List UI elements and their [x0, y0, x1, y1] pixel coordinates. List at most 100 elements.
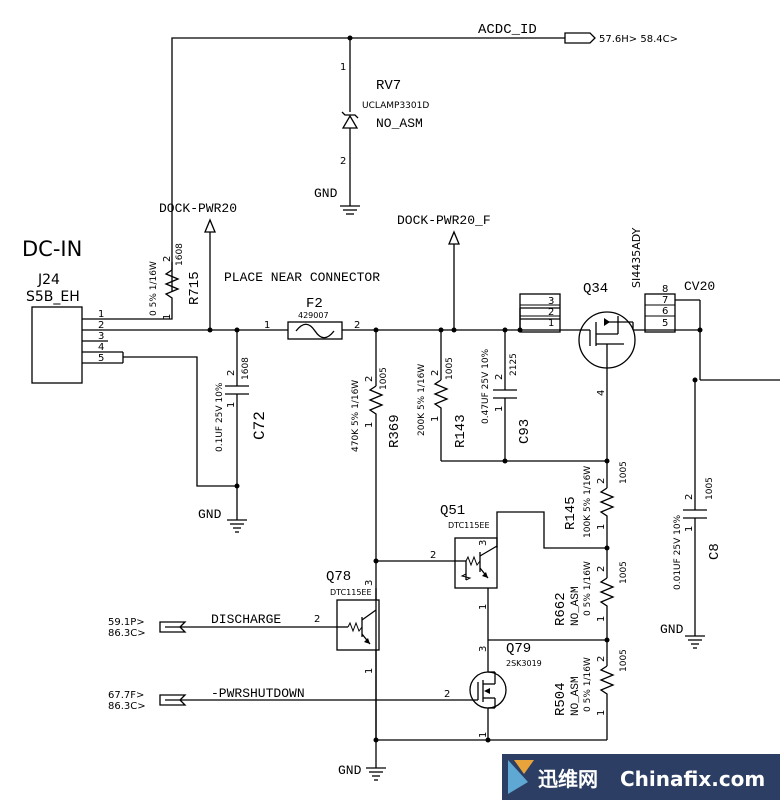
- svg-text:1: 1: [364, 668, 375, 674]
- svg-text:2: 2: [354, 320, 360, 331]
- svg-text:1: 1: [226, 402, 237, 408]
- junctions: [207, 35, 703, 743]
- svg-text:3: 3: [364, 580, 375, 586]
- gnd-label-left: GND: [198, 507, 222, 522]
- r143-pkg: 1005: [445, 357, 455, 380]
- offpage-connector-icon: [564, 32, 596, 44]
- q51-transistor: Q51 DTC115EE 2 3 1: [430, 503, 498, 610]
- q79-ref: Q79: [506, 641, 531, 657]
- r504-ref: R504: [553, 682, 569, 716]
- r662-spec: 0 5% 1/16W: [583, 561, 593, 616]
- j24-pin3: 3: [98, 331, 104, 342]
- c93-ref: C93: [517, 419, 533, 444]
- net-acdc-id: ACDC_ID: [478, 22, 537, 38]
- r143-ref: R143: [453, 414, 469, 448]
- connector-j24: DC-IN J24 S5B_EH 1 2 3 4 5: [22, 237, 104, 384]
- pwrshutdown-input: 67.7F> 86.3C> -PWRSHUTDOWN: [108, 686, 305, 712]
- r715-pkg: 1608: [175, 243, 185, 266]
- gnd-label-right: GND: [660, 622, 684, 637]
- c72-pkg: 1608: [241, 357, 251, 380]
- r504-spec: 0 5% 1/16W: [583, 657, 593, 712]
- acdc-id-label: ACDC_ID 57.6H> 58.4C>: [478, 22, 678, 45]
- watermark-bg: [502, 754, 780, 800]
- c8-spec: 0.01UF 25V 10%: [673, 514, 683, 590]
- svg-text:59.1P>: 59.1P>: [108, 617, 145, 628]
- gnd-label-top: GND: [314, 186, 338, 201]
- q34-part: SI4435ADY: [630, 227, 643, 288]
- svg-text:1: 1: [478, 732, 489, 738]
- q78-part: DTC115EE: [330, 588, 372, 597]
- q79-mosfet: Q79 2SK3019 2 3 1: [444, 641, 542, 738]
- c8: 2 1 0.01UF 25V 10% 1005 C8: [673, 477, 723, 590]
- svg-text:2: 2: [596, 656, 607, 662]
- j24-pin4: 4: [98, 342, 104, 353]
- watermark-en: Chinafix.com: [620, 767, 765, 791]
- svg-text:1: 1: [478, 604, 489, 610]
- wire-acdc-id: [171, 37, 565, 292]
- r715-ref: R715: [187, 271, 203, 305]
- svg-text:2: 2: [314, 614, 320, 625]
- net-dock-pwr20-f: DOCK-PWR20_F: [397, 213, 491, 228]
- j24-part: S5B_EH: [26, 289, 80, 305]
- svg-text:2: 2: [444, 689, 450, 700]
- svg-text:7: 7: [662, 295, 668, 306]
- svg-text:2: 2: [596, 478, 607, 484]
- rv7-ref: RV7: [376, 78, 401, 94]
- rv7: 1 2 RV7 UCLAMP3301D NO_ASM: [340, 62, 429, 168]
- net-cv20: CV20: [684, 279, 715, 294]
- c8-ref: C8: [707, 543, 723, 560]
- svg-text:1: 1: [162, 314, 173, 320]
- gnd-label-bottom: GND: [338, 763, 362, 778]
- wire-gnd-left: [123, 356, 238, 520]
- svg-text:1: 1: [264, 320, 270, 331]
- r145-spec: 100K 5% 1/16W: [583, 466, 593, 538]
- rv7-asm: NO_ASM: [376, 116, 423, 131]
- svg-text:1: 1: [596, 616, 607, 622]
- svg-text:1: 1: [430, 416, 441, 422]
- r662: 2 1 0 5% 1/16W 1005 R662 NO_ASM: [553, 561, 629, 626]
- acdc-id-ref: 57.6H> 58.4C>: [599, 34, 678, 45]
- r662-ref: R662: [553, 592, 569, 626]
- dock-pwr20-f-flag: DOCK-PWR20_F: [397, 213, 491, 245]
- svg-text:1: 1: [494, 406, 505, 412]
- q34-drain-pinbox: [644, 293, 676, 333]
- svg-text:2: 2: [364, 376, 375, 382]
- r504-asm: NO_ASM: [570, 676, 582, 716]
- wires: [82, 37, 780, 768]
- j24-pin1: 1: [98, 309, 104, 320]
- discharge-input: 59.1P> 86.3C> DISCHARGE: [108, 612, 281, 639]
- svg-text:2: 2: [596, 566, 607, 572]
- net-discharge: DISCHARGE: [211, 612, 281, 627]
- j24-pin5: 5: [98, 353, 104, 364]
- r369-ref: R369: [387, 414, 403, 448]
- svg-text:3: 3: [478, 540, 489, 546]
- svg-text:2: 2: [340, 156, 346, 167]
- r143: 2 1 200K 5% 1/16W 1005 R143: [417, 357, 469, 448]
- c72-ref: C72: [251, 411, 269, 440]
- svg-text:2: 2: [684, 494, 695, 500]
- r504-pkg: 1005: [619, 649, 629, 672]
- gnd-bottom: GND: [338, 763, 386, 781]
- net-dock-pwr20: DOCK-PWR20: [159, 201, 237, 216]
- svg-text:2: 2: [430, 370, 441, 376]
- svg-text:1: 1: [548, 318, 554, 329]
- c72: 2 1 0.1UF 25V 10% 1608 C72: [215, 357, 269, 452]
- gnd-left: GND: [198, 507, 247, 533]
- svg-text:67.7F>: 67.7F>: [108, 690, 144, 701]
- svg-text:86.3C>: 86.3C>: [108, 701, 146, 712]
- gnd-right: GND: [660, 622, 705, 649]
- r715-spec: 0 5% 1/16W: [149, 261, 159, 316]
- svg-text:2: 2: [430, 550, 436, 561]
- q79-part: 2SK3019: [506, 659, 542, 668]
- q78-ref: Q78: [326, 569, 351, 585]
- r143-spec: 200K 5% 1/16W: [417, 364, 427, 436]
- svg-text:1: 1: [596, 710, 607, 716]
- page-title: DC-IN: [22, 237, 82, 261]
- svg-text:8: 8: [662, 284, 668, 295]
- r369-pkg: 1005: [379, 367, 389, 390]
- c93-spec: 0.47UF 25V 10%: [481, 348, 491, 424]
- q78-transistor: Q78 DTC115EE 2 3 1: [314, 569, 380, 740]
- q51-part: DTC115EE: [448, 521, 490, 530]
- r662-asm: NO_ASM: [570, 586, 582, 626]
